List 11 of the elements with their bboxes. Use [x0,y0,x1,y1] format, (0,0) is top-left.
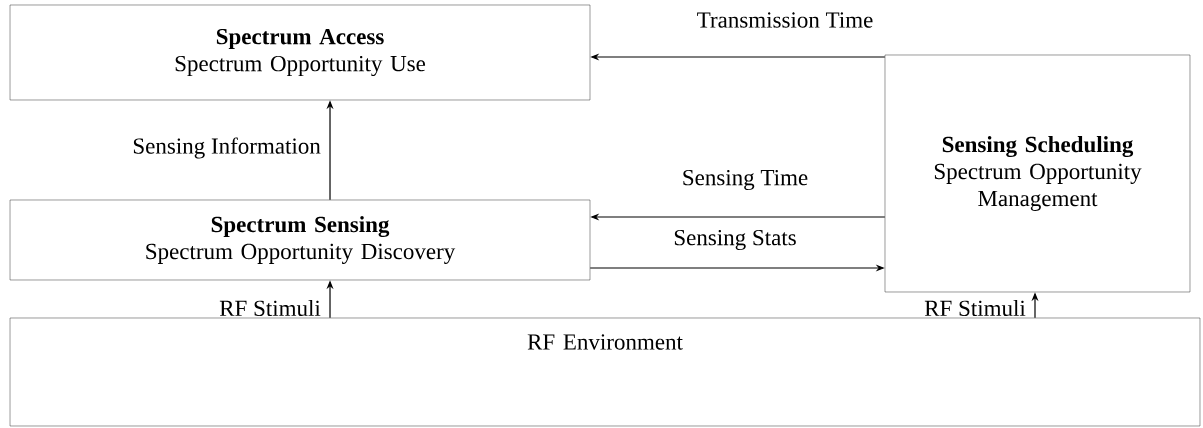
process-box: Spectrum Access Spectrum Opportunity Use [9,4,591,101]
process-box [9,317,1201,427]
edge-label: RF Stimuli [924,299,1026,317]
edge-label: Sensing Information [133,137,321,159]
process-box: Sensing Scheduling Spectrum Opportunity Management [884,54,1191,293]
edge-label: Transmission Time [697,12,873,28]
process-box: Spectrum Sensing Spectrum Opportunity Discovery [9,199,591,281]
edge-label: Sensing Time [683,169,808,191]
edge-label: Sensing Stats [674,229,796,251]
edge-label: RF Stimuli [219,299,321,317]
box-text: RF Environment [527,334,683,350]
